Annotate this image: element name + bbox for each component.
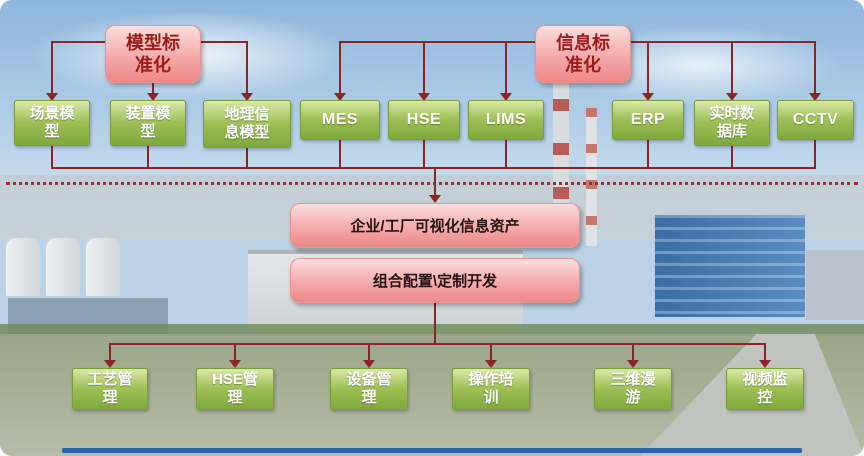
building	[806, 250, 864, 320]
arrow-down-icon	[104, 360, 116, 368]
platform-box-assets: 企业/工厂可视化信息资产	[290, 203, 580, 248]
connector-vline	[647, 41, 649, 93]
connector-vline	[147, 146, 149, 169]
storage-tank	[86, 238, 120, 296]
storage-tank	[46, 238, 80, 296]
connector-vline	[423, 41, 425, 93]
dotted-divider	[6, 182, 858, 185]
box-lims: LIMS	[468, 100, 544, 140]
connector-hline	[201, 41, 247, 43]
arrow-down-icon	[726, 93, 738, 101]
connector-vline	[368, 343, 370, 360]
connector-vline	[109, 343, 111, 360]
connector-vline	[764, 343, 766, 360]
arrow-down-icon	[46, 93, 58, 101]
box-device-model: 装置模型	[110, 100, 186, 146]
box-scene-model: 场景模型	[14, 100, 90, 146]
connector-vline	[339, 140, 341, 169]
arrow-down-icon	[229, 360, 241, 368]
connector-vline	[51, 146, 53, 169]
arrow-down-icon	[418, 93, 430, 101]
app-box-hse-mgmt: HSE管理	[196, 368, 274, 410]
connector-vline	[731, 41, 733, 93]
connector-hline	[340, 41, 535, 43]
arrow-down-icon	[147, 93, 159, 101]
platform-box-config: 组合配置\定制开发	[290, 258, 580, 303]
road-stripe	[62, 448, 802, 453]
connector-vline	[51, 41, 53, 93]
connector-vline	[814, 140, 816, 169]
connector-vline	[505, 140, 507, 169]
app-box-operation-training: 操作培训	[452, 368, 530, 410]
arrow-down-icon	[500, 93, 512, 101]
connector-vline	[234, 343, 236, 360]
connector-vline	[434, 167, 436, 195]
arrow-down-icon	[241, 93, 253, 101]
standard-box-info: 信息标准化	[535, 25, 631, 83]
connector-vline	[246, 41, 248, 93]
app-box-video-surveillance: 视频监控	[726, 368, 804, 410]
connector-vline	[632, 343, 634, 360]
connector-hline	[51, 167, 816, 169]
connector-vline	[647, 140, 649, 169]
arrow-down-icon	[429, 195, 441, 203]
arrow-down-icon	[642, 93, 654, 101]
box-hse: HSE	[388, 100, 460, 140]
box-gis-model: 地理信息模型	[203, 100, 291, 148]
standard-box-model: 模型标准化	[105, 25, 201, 83]
connector-vline	[246, 148, 248, 169]
connector-vline	[505, 41, 507, 93]
connector-vline	[423, 140, 425, 169]
app-box-process-mgmt: 工艺管理	[72, 368, 148, 410]
arrow-down-icon	[627, 360, 639, 368]
arrow-down-icon	[485, 360, 497, 368]
box-cctv: CCTV	[777, 100, 854, 140]
app-box-equipment-mgmt: 设备管理	[330, 368, 408, 410]
connector-hline	[110, 343, 765, 345]
arrow-down-icon	[334, 93, 346, 101]
glass-building	[655, 215, 805, 317]
box-erp: ERP	[612, 100, 684, 140]
connector-hline	[52, 41, 105, 43]
connector-hline	[631, 41, 815, 43]
arrow-down-icon	[809, 93, 821, 101]
connector-vline	[490, 343, 492, 360]
connector-vline	[339, 41, 341, 93]
app-box-3d-roaming: 三维漫游	[594, 368, 672, 410]
box-rtdb: 实时数据库	[694, 100, 770, 146]
connector-vline	[814, 41, 816, 93]
chimney	[553, 55, 569, 245]
connector-vline	[152, 83, 154, 93]
box-mes: MES	[300, 100, 380, 140]
storage-tank	[6, 238, 40, 296]
arrow-down-icon	[759, 360, 771, 368]
chimney	[586, 108, 597, 246]
connector-vline	[434, 303, 436, 345]
arrow-down-icon	[363, 360, 375, 368]
connector-vline	[731, 146, 733, 169]
